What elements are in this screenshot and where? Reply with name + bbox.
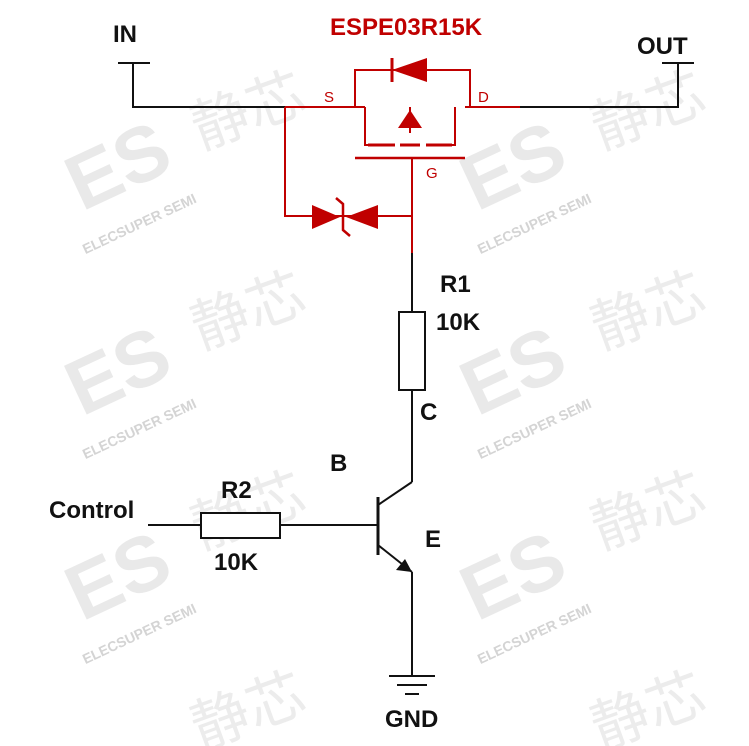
pin-drain-label: D <box>478 89 489 106</box>
watermark-chinese: 静芯 <box>182 659 314 746</box>
emitter-label: E <box>425 526 441 553</box>
pin-source-label: S <box>324 89 334 106</box>
resistor-r2 <box>200 512 281 539</box>
in-terminal-wire <box>118 62 285 108</box>
gnd-label: GND <box>385 706 438 733</box>
watermark-chinese: 静芯 <box>582 459 714 563</box>
zener-tvs-icon <box>312 197 378 237</box>
base-label: B <box>330 450 347 477</box>
drain-lead <box>435 107 456 146</box>
r2-value-label: 10K <box>214 549 259 576</box>
body-arrow-icon <box>398 110 422 128</box>
collector-label: C <box>420 399 437 426</box>
out-terminal-wire <box>520 62 694 108</box>
source-lead <box>364 107 385 146</box>
output-label: OUT <box>637 33 688 60</box>
r1-value-label: 10K <box>436 309 481 336</box>
input-label: IN <box>113 21 137 48</box>
watermark-chinese: 静芯 <box>182 459 314 563</box>
r2-name-label: R2 <box>221 477 252 504</box>
watermark-chinese: 静芯 <box>582 259 714 363</box>
watermark-layer: ES ELECSUPER SEMI ES ELECSUPER SEMI ES E… <box>52 59 714 746</box>
ground-symbol <box>389 675 435 695</box>
resistor-r1 <box>398 311 426 391</box>
r1-name-label: R1 <box>440 271 471 298</box>
watermark-chinese: 静芯 <box>182 59 314 163</box>
watermark-chinese: 静芯 <box>582 59 714 163</box>
emitter-arrow-icon <box>396 559 412 572</box>
control-label: Control <box>49 497 134 524</box>
mosfet-part-number: ESPE03R15K <box>330 14 483 41</box>
collector-lead <box>377 481 413 506</box>
body-diode-icon <box>392 58 427 82</box>
watermark-chinese: 静芯 <box>182 259 314 363</box>
watermark-chinese: 静芯 <box>582 659 714 746</box>
pin-gate-label: G <box>426 165 438 182</box>
